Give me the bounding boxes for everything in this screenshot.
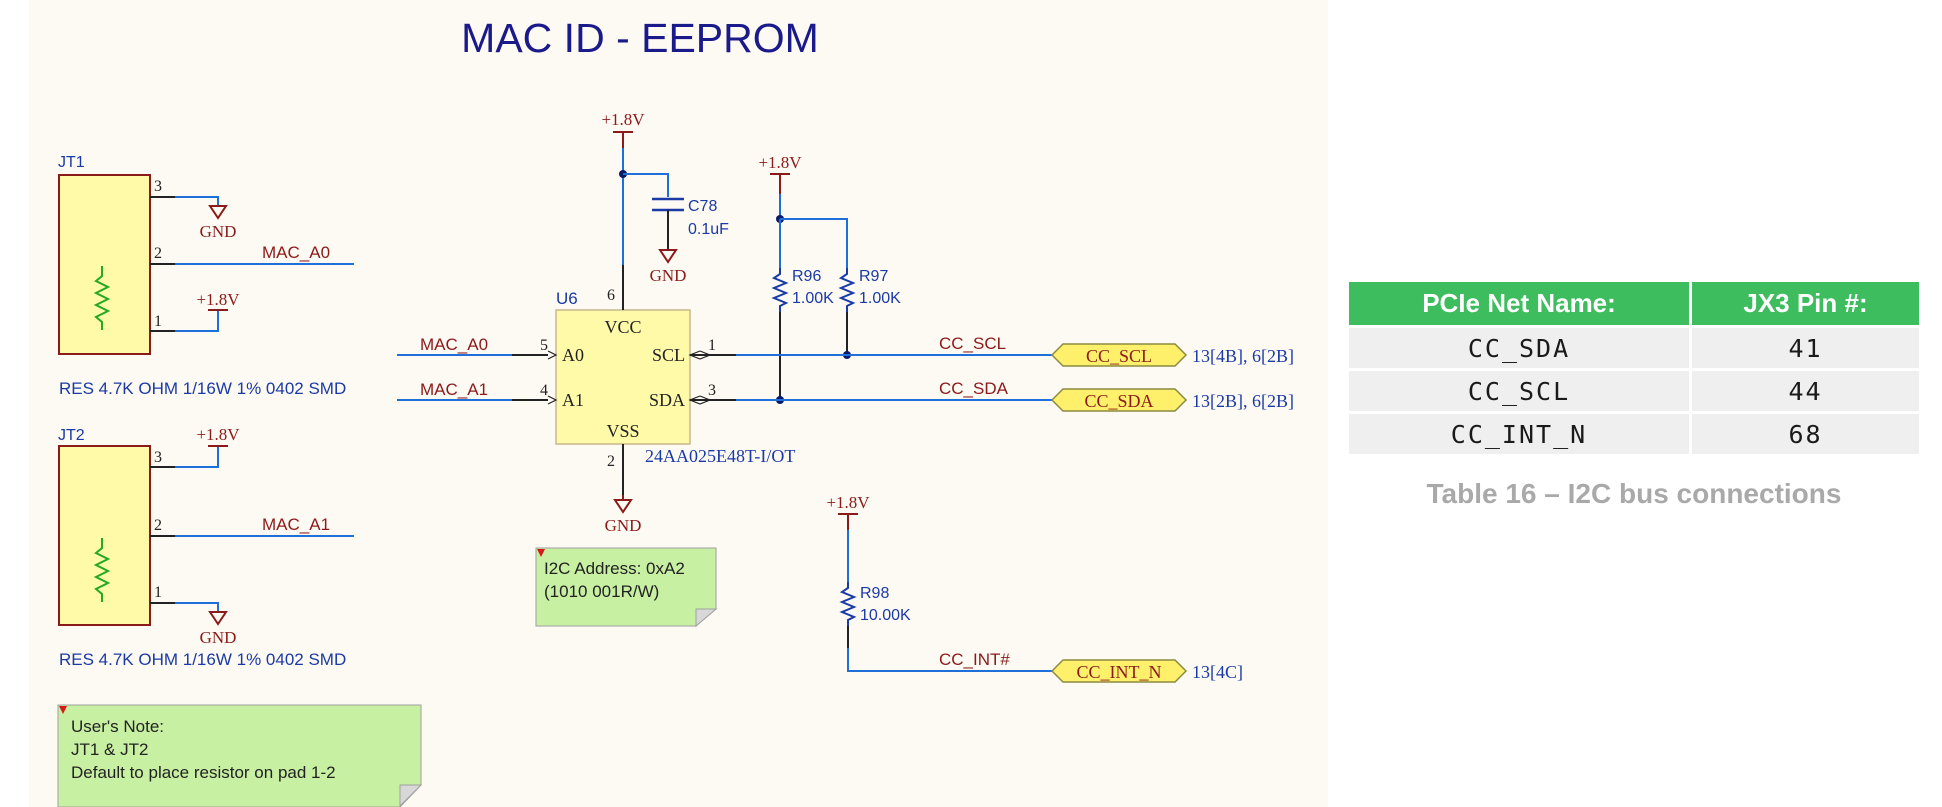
user-note-line3: Default to place resistor on pad 1-2 [71, 763, 336, 782]
r98-power-label: +1.8V [826, 493, 870, 512]
u6-designator: U6 [556, 289, 578, 308]
port-cc-sda-label: CC_SDA [1084, 391, 1153, 411]
pullup-power-label: +1.8V [758, 153, 802, 172]
u6-pin-vcc-number: 6 [607, 287, 615, 304]
int-net-label: CC_INT# [939, 650, 1010, 669]
c78-gnd-label: GND [650, 266, 687, 285]
jt2-jumper: JT2 3 +1.8V 2 MAC_A1 1 GND RES 4.7K OHM … [58, 425, 354, 669]
jt1-gnd-symbol [208, 205, 228, 220]
table-row: CC_INT_N 68 [1349, 414, 1919, 454]
u6-pin-scl-number: 1 [708, 337, 716, 354]
u6-gnd-label: GND [605, 516, 642, 535]
u6-a1-label: A1 [562, 390, 584, 410]
jt2-designator: JT2 [58, 427, 85, 444]
r96-value: 1.00K [792, 290, 834, 307]
i2c-address-note: I2C Address: 0xA2 (1010 001R/W) [535, 547, 718, 628]
table-cell-pin: 68 [1692, 414, 1919, 454]
jt1-pin1-number: 1 [154, 313, 162, 330]
table-header-pin: JX3 Pin #: [1692, 282, 1919, 325]
i2c-note-line1: I2C Address: 0xA2 [544, 559, 685, 578]
table-header-row: PCIe Net Name: JX3 Pin #: [1349, 282, 1919, 325]
schematic-diagram: MAC ID - EEPROM JT1 3 GND 2 MAC_A0 1 +1.… [29, 0, 1328, 807]
u6-eeprom: U6 VCC VSS A0 A1 SCL SDA 24AA025E48T-I/O… [397, 110, 795, 535]
port-cc-scl-ref: 13[4B], 6[2B] [1192, 346, 1294, 366]
schematic-title: MAC ID - EEPROM [461, 15, 819, 61]
u6-a0-net-label: MAC_A0 [420, 335, 488, 354]
jt1-resistor-symbol [93, 266, 111, 330]
port-cc-scl-label: CC_SCL [1086, 346, 1152, 366]
jt1-description: RES 4.7K OHM 1/16W 1% 0402 SMD [59, 379, 346, 398]
r98-value: 10.00K [860, 607, 911, 624]
i2c-pin-table: PCIe Net Name: JX3 Pin #: CC_SDA 41 CC_S… [1349, 279, 1919, 457]
user-note-line1: User's Note: [71, 717, 164, 736]
u6-pin-a0-number: 5 [540, 337, 548, 354]
jt1-pin2-number: 2 [154, 245, 162, 262]
jt1-pin3-number: 3 [154, 178, 162, 195]
r98-pullup: +1.8V R98 10.00K CC_INT# [826, 493, 1052, 672]
port-cc-int-n: CC_INT_N 13[4C] [1050, 659, 1243, 683]
port-cc-int-n-label: CC_INT_N [1077, 662, 1162, 682]
u6-vss-label: VSS [606, 421, 639, 441]
r98-symbol [839, 582, 857, 626]
jt1-jumper: JT1 3 GND 2 MAC_A0 1 +1.8V RES 4.7K OHM … [58, 154, 354, 398]
table-cell-pin: 44 [1692, 371, 1919, 411]
pullup-resistors: +1.8V R96 1.00K R97 1.00K [758, 153, 901, 404]
jt2-pin1-number: 1 [154, 584, 162, 601]
jt1-gnd-label: GND [200, 222, 237, 241]
port-cc-sda-ref: 13[2B], 6[2B] [1192, 391, 1294, 411]
u6-part-number: 24AA025E48T-I/OT [645, 446, 795, 466]
u6-body [555, 309, 691, 445]
c78-gnd-symbol [658, 249, 678, 264]
jt1-body [58, 174, 151, 355]
scl-net-label: CC_SCL [939, 334, 1006, 353]
jt2-body [58, 445, 151, 626]
u6-pin-a1-number: 4 [540, 382, 548, 399]
jt1-net-label: MAC_A0 [262, 243, 330, 262]
u6-a0-label: A0 [562, 345, 584, 365]
port-cc-sda: CC_SDA 13[2B], 6[2B] [1050, 388, 1294, 412]
table-caption: Table 16 – I2C bus connections [1426, 478, 1842, 509]
user-note: User's Note: JT1 & JT2 Default to place … [57, 704, 423, 807]
u6-pin-sda-number: 3 [708, 382, 716, 399]
r97-value: 1.00K [859, 290, 901, 307]
r96-designator: R96 [792, 268, 821, 285]
u6-pin-vss-number: 2 [607, 453, 615, 470]
table-cell-net: CC_SDA [1349, 328, 1692, 368]
port-cc-scl: CC_SCL 13[4B], 6[2B] [1050, 343, 1294, 367]
u6-power-label: +1.8V [601, 110, 645, 129]
jt1-designator: JT1 [58, 154, 85, 171]
c78-capacitor: C78 0.1uF GND [623, 173, 729, 285]
r97-designator: R97 [859, 268, 888, 285]
jt2-gnd-symbol [208, 611, 228, 626]
jt1-power-label: +1.8V [196, 290, 240, 309]
jt2-pin3-number: 3 [154, 449, 162, 466]
jt2-resistor-symbol [93, 538, 111, 602]
r98-designator: R98 [860, 585, 889, 602]
table-cell-net: CC_INT_N [1349, 414, 1692, 454]
i2c-note-line2: (1010 001R/W) [544, 582, 659, 601]
port-cc-int-n-ref: 13[4C] [1192, 662, 1243, 682]
u6-sda-label: SDA [649, 390, 685, 410]
u6-a1-net-label: MAC_A1 [420, 380, 488, 399]
table-cell-net: CC_SCL [1349, 371, 1692, 411]
jt2-pin2-number: 2 [154, 517, 162, 534]
user-note-line2: JT1 & JT2 [71, 740, 148, 759]
table-row: CC_SDA 41 [1349, 328, 1919, 368]
table-header-net-name: PCIe Net Name: [1349, 282, 1692, 325]
c78-value: 0.1uF [688, 221, 729, 238]
jt2-power-label: +1.8V [196, 425, 240, 444]
r97-symbol [838, 268, 856, 312]
jt2-description: RES 4.7K OHM 1/16W 1% 0402 SMD [59, 650, 346, 669]
u6-vcc-label: VCC [604, 317, 641, 337]
jt2-gnd-label: GND [200, 628, 237, 647]
sda-net-label: CC_SDA [939, 379, 1009, 398]
c78-designator: C78 [688, 198, 717, 215]
r96-symbol [771, 268, 789, 312]
table-cell-pin: 41 [1692, 328, 1919, 368]
u6-scl-label: SCL [652, 345, 685, 365]
table-row: CC_SCL 44 [1349, 371, 1919, 411]
jt2-net-label: MAC_A1 [262, 515, 330, 534]
